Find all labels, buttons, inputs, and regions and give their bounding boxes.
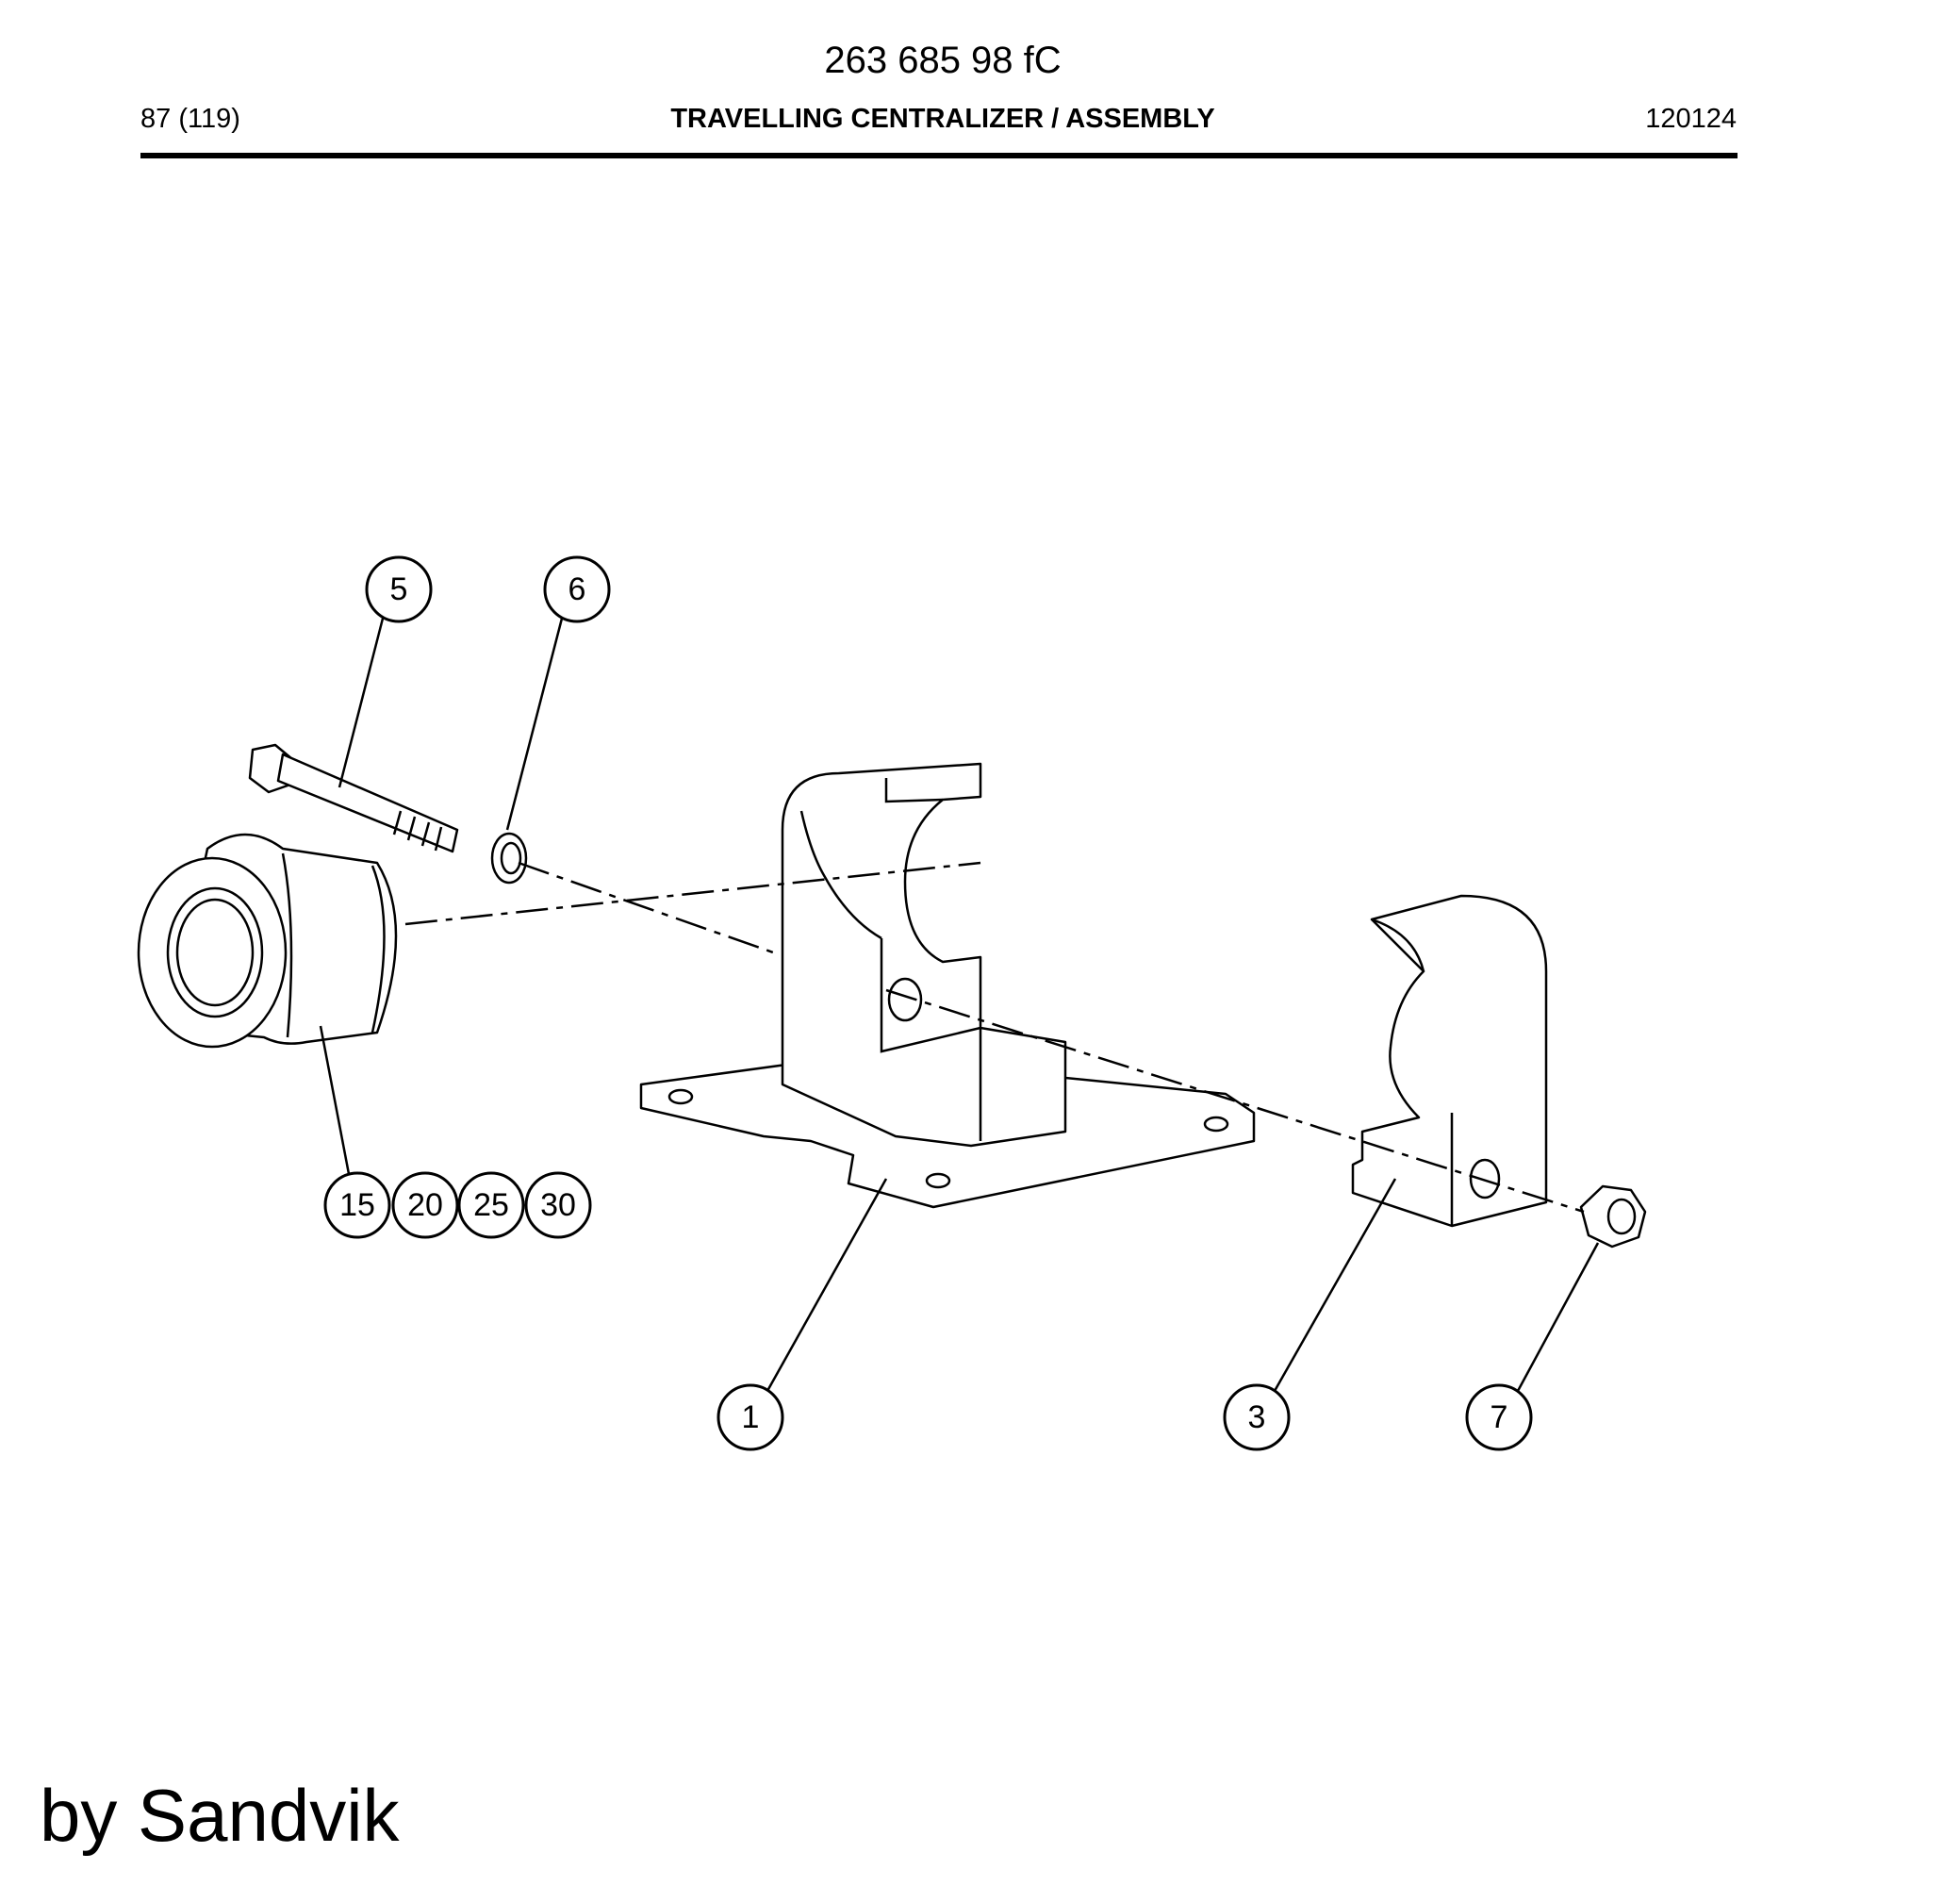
- balloon-5: 5: [365, 555, 433, 623]
- balloon-15: 15: [323, 1171, 391, 1239]
- balloon-7: 7: [1465, 1383, 1533, 1451]
- svg-text:25: 25: [473, 1187, 509, 1223]
- balloon-6: 6: [543, 555, 611, 623]
- svg-text:7: 7: [1491, 1399, 1508, 1435]
- nut-part: [1579, 1184, 1647, 1249]
- balloon-1: 1: [716, 1383, 784, 1451]
- svg-text:5: 5: [390, 571, 408, 607]
- balloon-25: 25: [457, 1171, 525, 1239]
- center-lines: [404, 861, 1585, 1214]
- footer-credit: by Sandvik: [40, 1774, 400, 1857]
- svg-text:3: 3: [1248, 1399, 1266, 1435]
- svg-text:1: 1: [742, 1399, 760, 1435]
- header-rule: [140, 153, 1738, 158]
- clamp-block-part: [1351, 894, 1548, 1228]
- svg-text:20: 20: [407, 1187, 443, 1223]
- washer-part: [490, 832, 528, 885]
- balloon-20: 20: [391, 1171, 459, 1239]
- bushing-part: [137, 833, 398, 1049]
- svg-text:6: 6: [568, 571, 586, 607]
- page-number: 87 (119): [140, 104, 240, 134]
- svg-text:15: 15: [339, 1187, 375, 1223]
- document-number: 263 685 98 fC: [824, 40, 1062, 81]
- base-bracket-part: [639, 762, 1256, 1209]
- bolt-part: [248, 743, 459, 853]
- svg-text:30: 30: [540, 1187, 576, 1223]
- page-title: TRAVELLING CENTRALIZER / ASSEMBLY: [670, 104, 1215, 134]
- balloon-3: 3: [1223, 1383, 1291, 1451]
- balloon-30: 30: [524, 1171, 592, 1239]
- leader-lines: [319, 610, 1600, 1392]
- document-date: 120124: [1645, 104, 1737, 134]
